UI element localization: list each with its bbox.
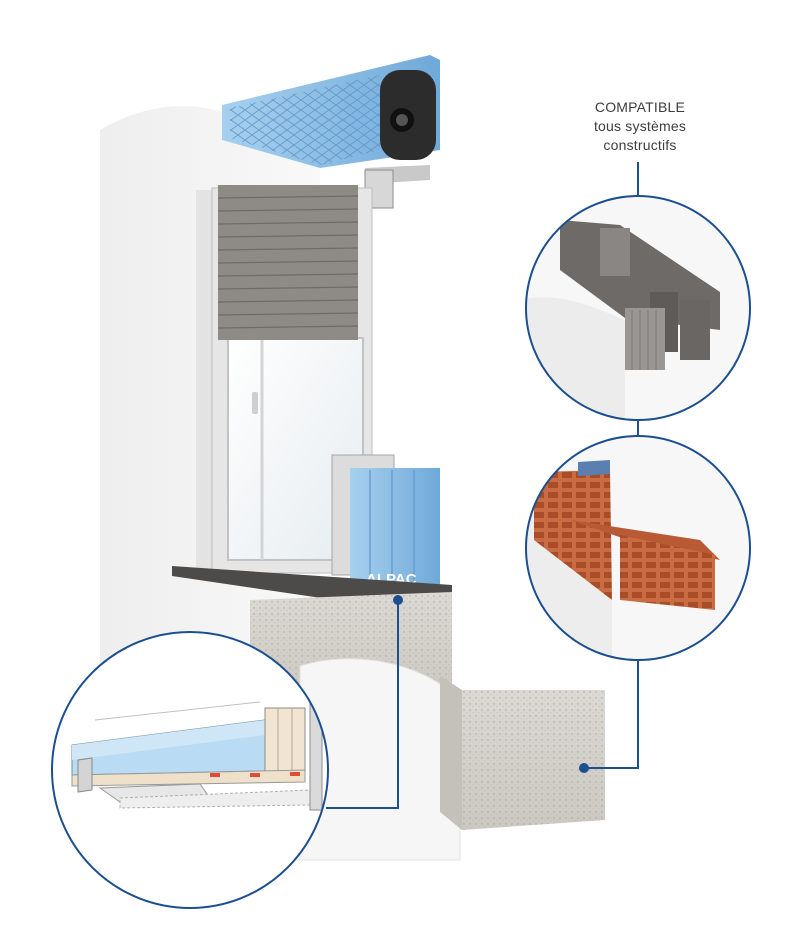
callout-line-2: tous systèmes: [593, 118, 687, 134]
callout-line-3: constructifs: [603, 137, 677, 153]
shutter-box: [222, 55, 440, 209]
compatibility-callout: COMPATIBLE tous systèmes constructifs: [560, 98, 720, 155]
connector-dot-beam: [579, 763, 589, 773]
callout-line-1: COMPATIBLE: [594, 99, 686, 115]
window-sill: [172, 566, 452, 600]
concrete-beam: [440, 676, 605, 830]
rolling-shutter: [217, 185, 359, 340]
detail-circle-sill-section: [51, 631, 329, 909]
sill-insulation-block: ALPAC: [331, 454, 440, 590]
connector-dot-sill: [393, 595, 403, 605]
detail-circle-brick: [525, 435, 751, 661]
connector-lines: [326, 162, 639, 809]
detail-circle-blocks: [525, 195, 751, 421]
